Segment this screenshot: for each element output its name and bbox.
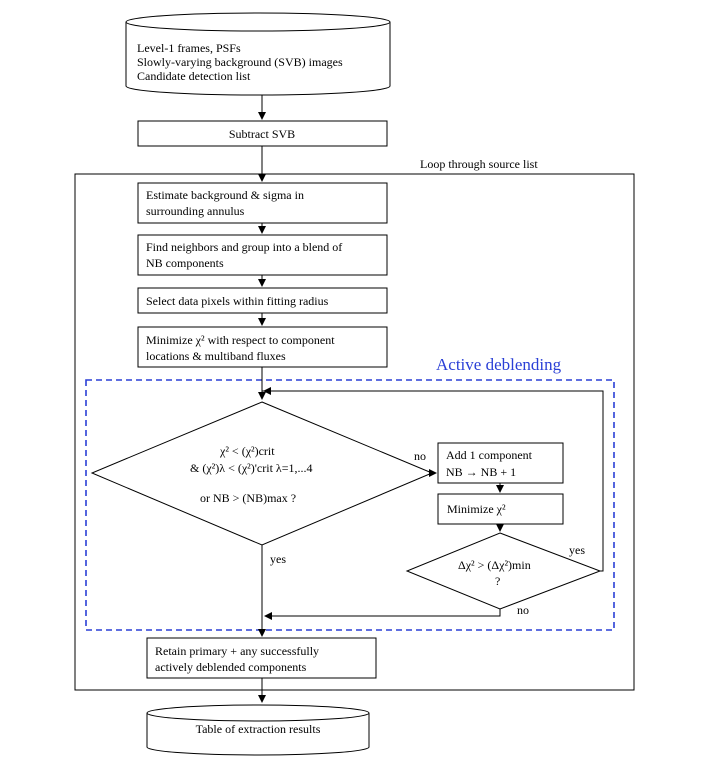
main-decision-line-1: χ² < (χ²)crit	[219, 444, 275, 458]
loop-container	[74, 173, 635, 691]
main-decision-line-2: & (χ²)λ < (χ²)'crit λ=1,...4	[190, 461, 313, 475]
retain-step: Retain primary + any successfully active…	[146, 637, 377, 679]
retain-line-1: Retain primary + any successfully	[155, 644, 319, 658]
label-yes-delta: yes	[569, 543, 585, 557]
label-no-delta: no	[517, 603, 529, 617]
minimize-chi2-step: Minimize χ² with respect to component lo…	[137, 326, 388, 368]
input-store-line-2: Slowly-varying background (SVB) images	[137, 55, 343, 69]
estimate-background-step: Estimate background & sigma in surroundi…	[137, 182, 388, 224]
label-yes-main: yes	[270, 552, 286, 566]
main-decision: χ² < (χ²)crit & (χ²)λ < (χ²)'crit λ=1,..…	[90, 401, 434, 546]
add-component-step: Add 1 component NB → NB + 1	[437, 442, 564, 484]
label-no-main: no	[414, 449, 426, 463]
add-component-box	[437, 442, 564, 484]
delta-no-line	[266, 609, 501, 617]
select-pixels-label: Select data pixels within fitting radius	[146, 294, 329, 308]
output-store-top	[146, 704, 370, 722]
delta-decision-line-2: ?	[495, 574, 500, 588]
add-component-line-2: NB → NB + 1	[446, 465, 516, 479]
output-store-label: Table of extraction results	[196, 722, 321, 736]
minimize-chi2-line-1: Minimize χ² with respect to component	[146, 333, 335, 347]
subtract-svb-step: Subtract SVB	[137, 120, 388, 147]
output-data-store: Table of extraction results	[146, 704, 370, 756]
select-pixels-box	[137, 287, 388, 314]
minimize-chi2-short-box	[437, 493, 564, 525]
loop-back-line	[262, 390, 604, 572]
main-decision-line-3: or NB > (NB)max ?	[200, 491, 296, 505]
minimize-chi2-line-2: locations & multiband fluxes	[146, 349, 286, 363]
active-deblending-title: Active deblending	[436, 355, 562, 374]
subtract-svb-label: Subtract SVB	[229, 127, 295, 141]
retain-line-2: actively deblended components	[155, 660, 307, 674]
estimate-background-box	[137, 182, 388, 224]
input-store-line-1: Level-1 frames, PSFs	[137, 41, 241, 55]
minimize-chi2-short-step: Minimize χ²	[437, 493, 564, 525]
minimize-chi2-short-label: Minimize χ²	[447, 502, 506, 516]
find-neighbors-line-2: NB components	[146, 256, 224, 270]
estimate-background-line-1: Estimate background & sigma in	[146, 188, 304, 202]
input-store-body	[125, 22, 391, 96]
find-neighbors-line-1: Find neighbors and group into a blend of	[146, 240, 342, 254]
output-store-body	[146, 713, 370, 756]
subtract-svb-box	[137, 120, 388, 147]
active-deblending-region	[85, 379, 615, 631]
input-store-top	[125, 12, 391, 32]
select-pixels-step: Select data pixels within fitting radius	[137, 287, 388, 314]
retain-box	[146, 637, 377, 679]
add-component-line-1: Add 1 component	[446, 448, 533, 462]
delta-decision-line-1: Δχ² > (Δχ²)min	[458, 558, 531, 572]
loop-label: Loop through source list	[420, 157, 538, 171]
find-neighbors-step: Find neighbors and group into a blend of…	[137, 234, 388, 276]
input-data-store: Level-1 frames, PSFs Slowly-varying back…	[125, 12, 391, 96]
input-store-line-3: Candidate detection list	[137, 69, 251, 83]
estimate-background-line-2: surrounding annulus	[146, 204, 245, 218]
find-neighbors-box	[137, 234, 388, 276]
